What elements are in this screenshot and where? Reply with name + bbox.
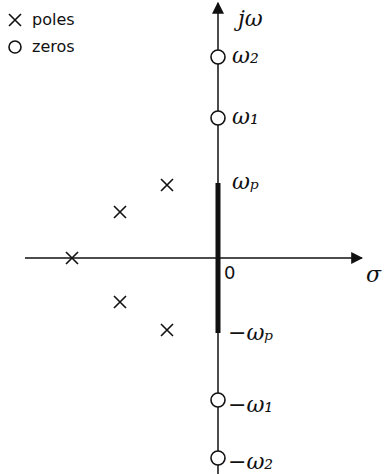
sigma-axis [25, 257, 362, 259]
pole-crosses [9, 14, 173, 336]
axis-label: jω [238, 8, 263, 30]
frequency-label: −ω₂ [228, 451, 273, 473]
passband-segment [216, 183, 221, 333]
frequency-label: ω₂ [232, 45, 259, 67]
axis-label: σ [366, 264, 381, 286]
frequency-label: ω₁ [232, 106, 259, 128]
legend-text: zeros [32, 39, 75, 55]
frequency-label: −ωₚ [228, 322, 273, 344]
zero-circles [9, 41, 225, 465]
origin-label: 0 [224, 264, 235, 282]
frequency-label: −ω₁ [228, 394, 273, 416]
frequency-label: ωₚ [232, 171, 259, 193]
legend-text: poles [32, 12, 75, 28]
